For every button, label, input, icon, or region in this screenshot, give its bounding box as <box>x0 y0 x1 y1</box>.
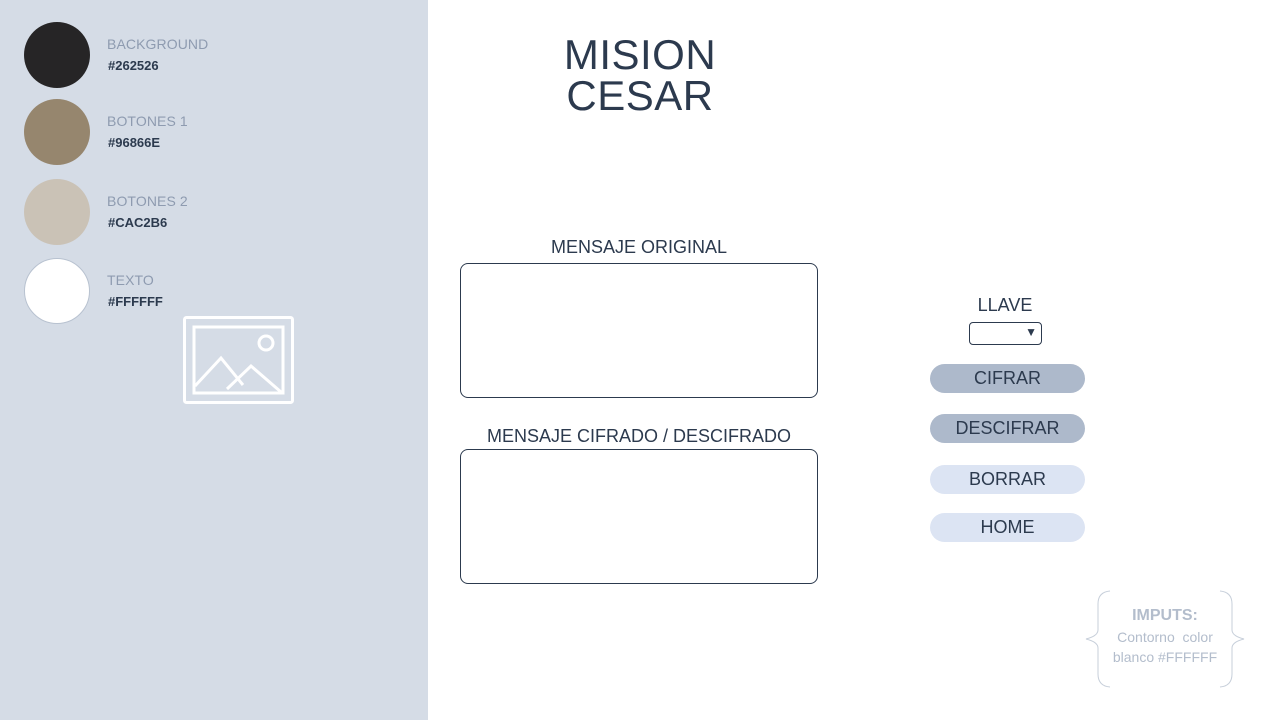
swatch-botones-2 <box>24 179 90 245</box>
borrar-button[interactable]: BORRAR <box>930 465 1085 494</box>
original-message-input[interactable] <box>460 263 818 398</box>
swatch-name: BOTONES 2 <box>107 193 188 209</box>
title-line-1: MISION <box>563 31 717 78</box>
swatch-name: TEXTO <box>107 272 154 288</box>
palette-item-background: BACKGROUND #262526 <box>24 22 324 88</box>
descifrar-button[interactable]: DESCIFRAR <box>930 414 1085 443</box>
palette-item-botones-1: BOTONES 1 #96866E <box>24 99 324 165</box>
original-message-label: MENSAJE ORIGINAL <box>550 237 728 257</box>
swatch-hex: #96866E <box>108 135 161 150</box>
cifrar-button[interactable]: CIFRAR <box>930 364 1085 393</box>
image-icon <box>183 316 294 404</box>
result-message-label: MENSAJE CIFRADO / DESCIFRADO <box>486 426 792 446</box>
result-message-output[interactable] <box>460 449 818 584</box>
note-title: IMPUTS: <box>1132 607 1198 624</box>
color-palette-panel: BACKGROUND #262526 BOTONES 1 #96866E BOT… <box>0 0 428 720</box>
home-button[interactable]: HOME <box>930 513 1085 542</box>
palette-item-texto: TEXTO #FFFFFF <box>24 258 324 324</box>
swatch-botones-1 <box>24 99 90 165</box>
note-line-2: blanco #FFFFFF <box>1112 649 1218 665</box>
brace-frame <box>1085 590 1245 688</box>
key-label: LLAVE <box>977 295 1033 315</box>
caret-down-icon: ▼ <box>1025 325 1037 339</box>
page-title: MISION CESAR <box>540 31 740 119</box>
swatch-background <box>24 22 90 88</box>
palette-item-botones-2: BOTONES 2 #CAC2B6 <box>24 179 324 245</box>
swatch-name: BACKGROUND <box>107 36 209 52</box>
swatch-texto <box>24 258 90 324</box>
note-line-1: Contorno color <box>1117 629 1213 645</box>
swatch-hex: #CAC2B6 <box>108 215 168 230</box>
swatch-hex: #262526 <box>108 58 159 73</box>
title-line-2: CESAR <box>566 72 714 119</box>
swatch-name: BOTONES 1 <box>107 113 188 129</box>
key-select[interactable]: ▼ <box>969 322 1042 345</box>
inputs-note: IMPUTS: Contorno color blanco #FFFFFF <box>1084 590 1246 688</box>
swatch-hex: #FFFFFF <box>108 294 163 309</box>
